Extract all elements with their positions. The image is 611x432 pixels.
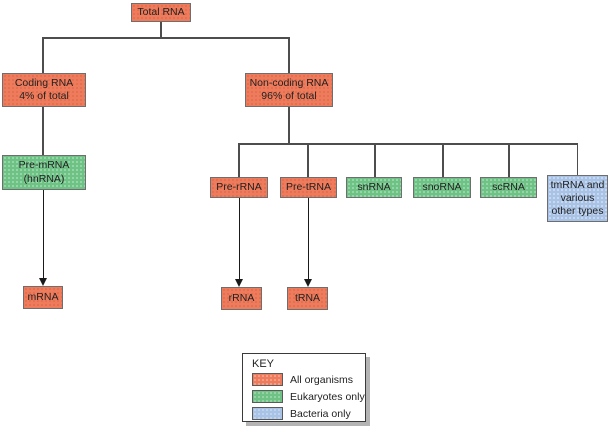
legend-label: Bacteria only — [290, 407, 351, 420]
arrowhead-mrna — [38, 278, 47, 286]
legend-swatch-all-organisms — [252, 373, 283, 386]
node-rrna: rRNA — [221, 287, 262, 310]
connector-total-to-split — [160, 22, 162, 38]
node-tmrna: tmRNA and various other types — [547, 175, 608, 222]
connector-to-noncoding — [288, 37, 290, 73]
node-snorna: snoRNA — [413, 177, 471, 198]
arrowhead-rrna — [234, 279, 243, 287]
legend-row-eukaryotes-only: Eukaryotes only — [252, 390, 365, 403]
arrow-pretrna-to-trna — [307, 198, 309, 280]
node-total-rna: Total RNA — [131, 3, 191, 22]
legend-key-box: KEY All organisms Eukaryotes only Bacter… — [242, 353, 366, 422]
arrow-premrna-to-mrna — [42, 190, 44, 279]
connector-noncoding-down — [288, 107, 290, 143]
arrowhead-trna — [303, 279, 312, 287]
legend-swatch-bacteria-only — [252, 407, 283, 420]
connector-coding-to-premrna — [42, 107, 44, 155]
node-snrna: snRNA — [346, 177, 402, 198]
node-noncoding-rna: Non-coding RNA 96% of total — [245, 73, 333, 107]
node-trna: tRNA — [287, 287, 328, 310]
connector-to-prerrna — [238, 143, 240, 177]
legend-title: KEY — [252, 358, 275, 370]
legend-swatch-eukaryotes-only — [252, 390, 283, 403]
node-pre-trna: Pre-tRNA — [280, 177, 337, 198]
node-mrna: mRNA — [23, 286, 63, 309]
connector-noncoding-split — [238, 143, 578, 145]
legend-label: Eukaryotes only — [290, 390, 365, 403]
node-coding-rna: Coding RNA 4% of total — [2, 73, 86, 107]
legend-row-bacteria-only: Bacteria only — [252, 407, 365, 420]
connector-to-pretrna — [307, 143, 309, 177]
connector-to-snorna — [442, 143, 444, 177]
legend-label: All organisms — [290, 373, 354, 386]
connector-to-coding — [42, 37, 44, 73]
connector-to-tmrna — [576, 143, 578, 175]
legend-row-all-organisms: All organisms — [252, 373, 365, 386]
node-pre-mrna: Pre-mRNA (hnRNA) — [2, 155, 86, 190]
connector-to-scrna — [508, 143, 510, 177]
arrow-prerrna-to-rrna — [238, 198, 240, 280]
node-scrna: scRNA — [480, 177, 537, 198]
connector-top-split — [42, 37, 290, 39]
connector-to-snrna — [374, 143, 376, 177]
node-pre-rrna: Pre-rRNA — [210, 177, 268, 198]
